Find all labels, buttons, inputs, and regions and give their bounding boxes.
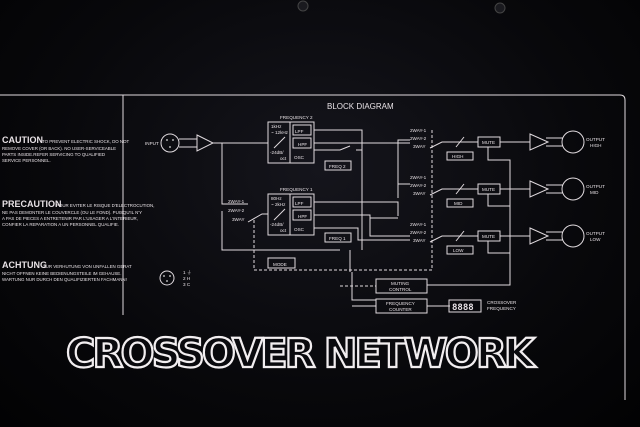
svg-text:HIGH: HIGH [452,154,463,159]
svg-text:2WAY-2: 2WAY-2 [410,230,427,235]
freq-1-button-label: FREQ 1 [329,236,346,241]
xlr-output-high-icon [561,130,585,154]
svg-text:OUTPUT: OUTPUT [586,184,605,189]
svg-text:LOW: LOW [590,237,601,242]
svg-text:WARTUNG NUR DURCH DEN QUALIFIZ: WARTUNG NUR DURCH DEN QUALIFIZIERTEN FAC… [2,277,127,282]
svg-text:CONTROL: CONTROL [389,287,412,292]
svg-text:oct: oct [280,228,287,233]
svg-text:oct: oct [280,156,287,161]
svg-text:3 C: 3 C [183,282,191,287]
svg-text:2WAY-1: 2WAY-1 [410,128,427,133]
xlr-output-low-icon [561,224,585,248]
svg-text:LPF: LPF [295,129,304,134]
svg-text:LOW: LOW [453,248,464,253]
frequency-counter-block: FREQUENCY COUNTER [375,298,428,314]
channel-mid: 2WAY-1 2WAY-2 3WAY MID MUTE OUTPUT MID [410,175,605,208]
svg-text:ZUR VERHUTUNG VON UNFALLEN GER: ZUR VERHUTUNG VON UNFALLEN GERAT [43,264,132,269]
xlr-pin-legend: 1 ⏚ 2 H 3 C [159,269,191,287]
svg-text:OSC: OSC [294,155,305,160]
amplifier-icon [196,134,215,152]
mode-button[interactable] [267,257,296,269]
svg-text:MUTE: MUTE [482,140,495,145]
caution-german: ACHTUNG ZUR VERHUTUNG VON UNFALLEN GERAT… [2,260,132,282]
svg-text:-24dB/: -24dB/ [270,222,284,227]
svg-text:FREQUENCY 1: FREQUENCY 1 [280,187,313,192]
svg-text:2WAY-1: 2WAY-1 [410,175,427,180]
svg-text:TO PREVENT ELECTRIC SHOCK, DO: TO PREVENT ELECTRIC SHOCK, DO NOT [42,139,129,144]
svg-text:NICHT OFFNEN KEINE BEDIENUNGST: NICHT OFFNEN KEINE BEDIENUNGSTEILE IM GE… [2,271,121,276]
svg-text:INPUT: INPUT [145,141,159,146]
mode-button-label: MODE [273,262,287,267]
svg-text:NE PAS DEMONTER LE COUVERCLE (: NE PAS DEMONTER LE COUVERCLE (OU LE FOND… [2,210,142,215]
svg-text:2WAY-1: 2WAY-1 [228,199,245,204]
product-name: CROSSOVER NETWORK [66,331,537,377]
svg-text:MUTE: MUTE [482,234,495,239]
svg-text:2 H: 2 H [183,276,190,281]
crossover-frequency-label: FREQUENCY [487,306,516,311]
svg-text:80Hz: 80Hz [271,196,282,201]
xlr-output-mid-icon [561,177,585,201]
svg-text:LPF: LPF [295,201,304,206]
crossover-frequency-label: CROSSOVER [487,300,517,305]
svg-text:~ 12kHz: ~ 12kHz [271,130,289,135]
signal-routing-lines [314,129,410,272]
svg-text:3WAY: 3WAY [413,238,426,243]
svg-text:MID: MID [454,201,463,206]
svg-text:COUNTER: COUNTER [389,307,412,312]
frequency-2-block: FREQUENCY 2 LPF HPF OSC 1kHz ~ 12kHz -24… [267,115,315,164]
frequency-1-block: FREQUENCY 1 LPF HPF OSC 80Hz ~ 2kHz -24d… [267,187,315,236]
svg-text:FREQUENCY 2: FREQUENCY 2 [280,115,313,120]
freq-2-button[interactable] [324,160,352,171]
svg-text:3WAY: 3WAY [232,217,245,222]
svg-text:3WAY: 3WAY [413,144,426,149]
frequency-display-digits: 8888 [452,303,474,313]
caution-english-heading: CAUTION [2,135,43,145]
svg-text:MUTE: MUTE [482,187,495,192]
svg-text:1 ⏚: 1 ⏚ [183,269,191,275]
svg-text:3WAY: 3WAY [413,191,426,196]
caution-french-heading: PRECAUTION [2,199,62,209]
svg-text:CONFIER LA REPARATION A UN PER: CONFIER LA REPARATION A UN PERSONNEL QUA… [2,222,119,227]
svg-text:2WAY-1: 2WAY-1 [410,222,427,227]
svg-text:HPF: HPF [298,142,307,147]
svg-text:POUR EVITER LE RISQUE D'ELECTR: POUR EVITER LE RISQUE D'ELECTROCUTION, [56,203,154,208]
svg-text:HIGH: HIGH [590,143,601,148]
panel-border [0,94,626,400]
svg-text:2WAY-2: 2WAY-2 [410,183,427,188]
svg-text:OUTPUT: OUTPUT [586,231,605,236]
svg-text:OSC: OSC [294,227,305,232]
svg-text:1kHz: 1kHz [271,124,282,129]
svg-text:~ 2kHz: ~ 2kHz [271,202,286,207]
mode-switch: 2WAY-1 2WAY-2 3WAY [228,130,433,271]
frequency-display [448,299,482,313]
svg-text:2WAY-2: 2WAY-2 [410,136,427,141]
svg-text:SERVICE PERSONNEL.: SERVICE PERSONNEL. [2,158,51,163]
svg-text:OUTPUT: OUTPUT [586,137,605,142]
svg-text:MID: MID [590,190,599,195]
screw-icon [297,0,309,12]
screw-icon [494,2,506,14]
svg-text:2WAY-2: 2WAY-2 [228,208,245,213]
channel-high: 2WAY-1 2WAY-2 3WAY HIGH MUTE OUTPUT HIGH [410,128,605,286]
svg-text:HPF: HPF [298,214,307,219]
control-lines [351,272,450,307]
freq-1-button[interactable] [324,232,352,243]
caution-french: PRECAUTION POUR EVITER LE RISQUE D'ELECT… [2,199,154,227]
block-diagram-title: BLOCK DIAGRAM [327,102,394,111]
freq-2-button-label: FREQ 2 [329,164,346,169]
channel-low: 2WAY-1 2WAY-2 3WAY LOW MUTE OUTPUT LOW [410,222,605,255]
muting-control-block: MUTING CONTROL [375,278,428,294]
input-section: INPUT [145,133,340,251]
caution-german-heading: ACHTUNG [2,260,47,270]
svg-text:A PAS DE PIECES A ENTRETENIR P: A PAS DE PIECES A ENTRETENIR PAR L'USAGE… [2,216,138,221]
svg-text:PARTS INSIDE.REFER SERVICING T: PARTS INSIDE.REFER SERVICING TO QUALIFIE… [2,152,105,157]
svg-text:MUTING: MUTING [391,281,410,286]
svg-text:-24dB/: -24dB/ [270,150,284,155]
caution-english: CAUTION TO PREVENT ELECTRIC SHOCK, DO NO… [2,135,129,163]
xlr-input-connector-icon [160,133,180,153]
svg-text:FREQUENCY: FREQUENCY [386,301,415,306]
svg-text:REMOVE COVER (OR BACK). NO USE: REMOVE COVER (OR BACK). NO USER-SERVICEA… [2,146,116,151]
